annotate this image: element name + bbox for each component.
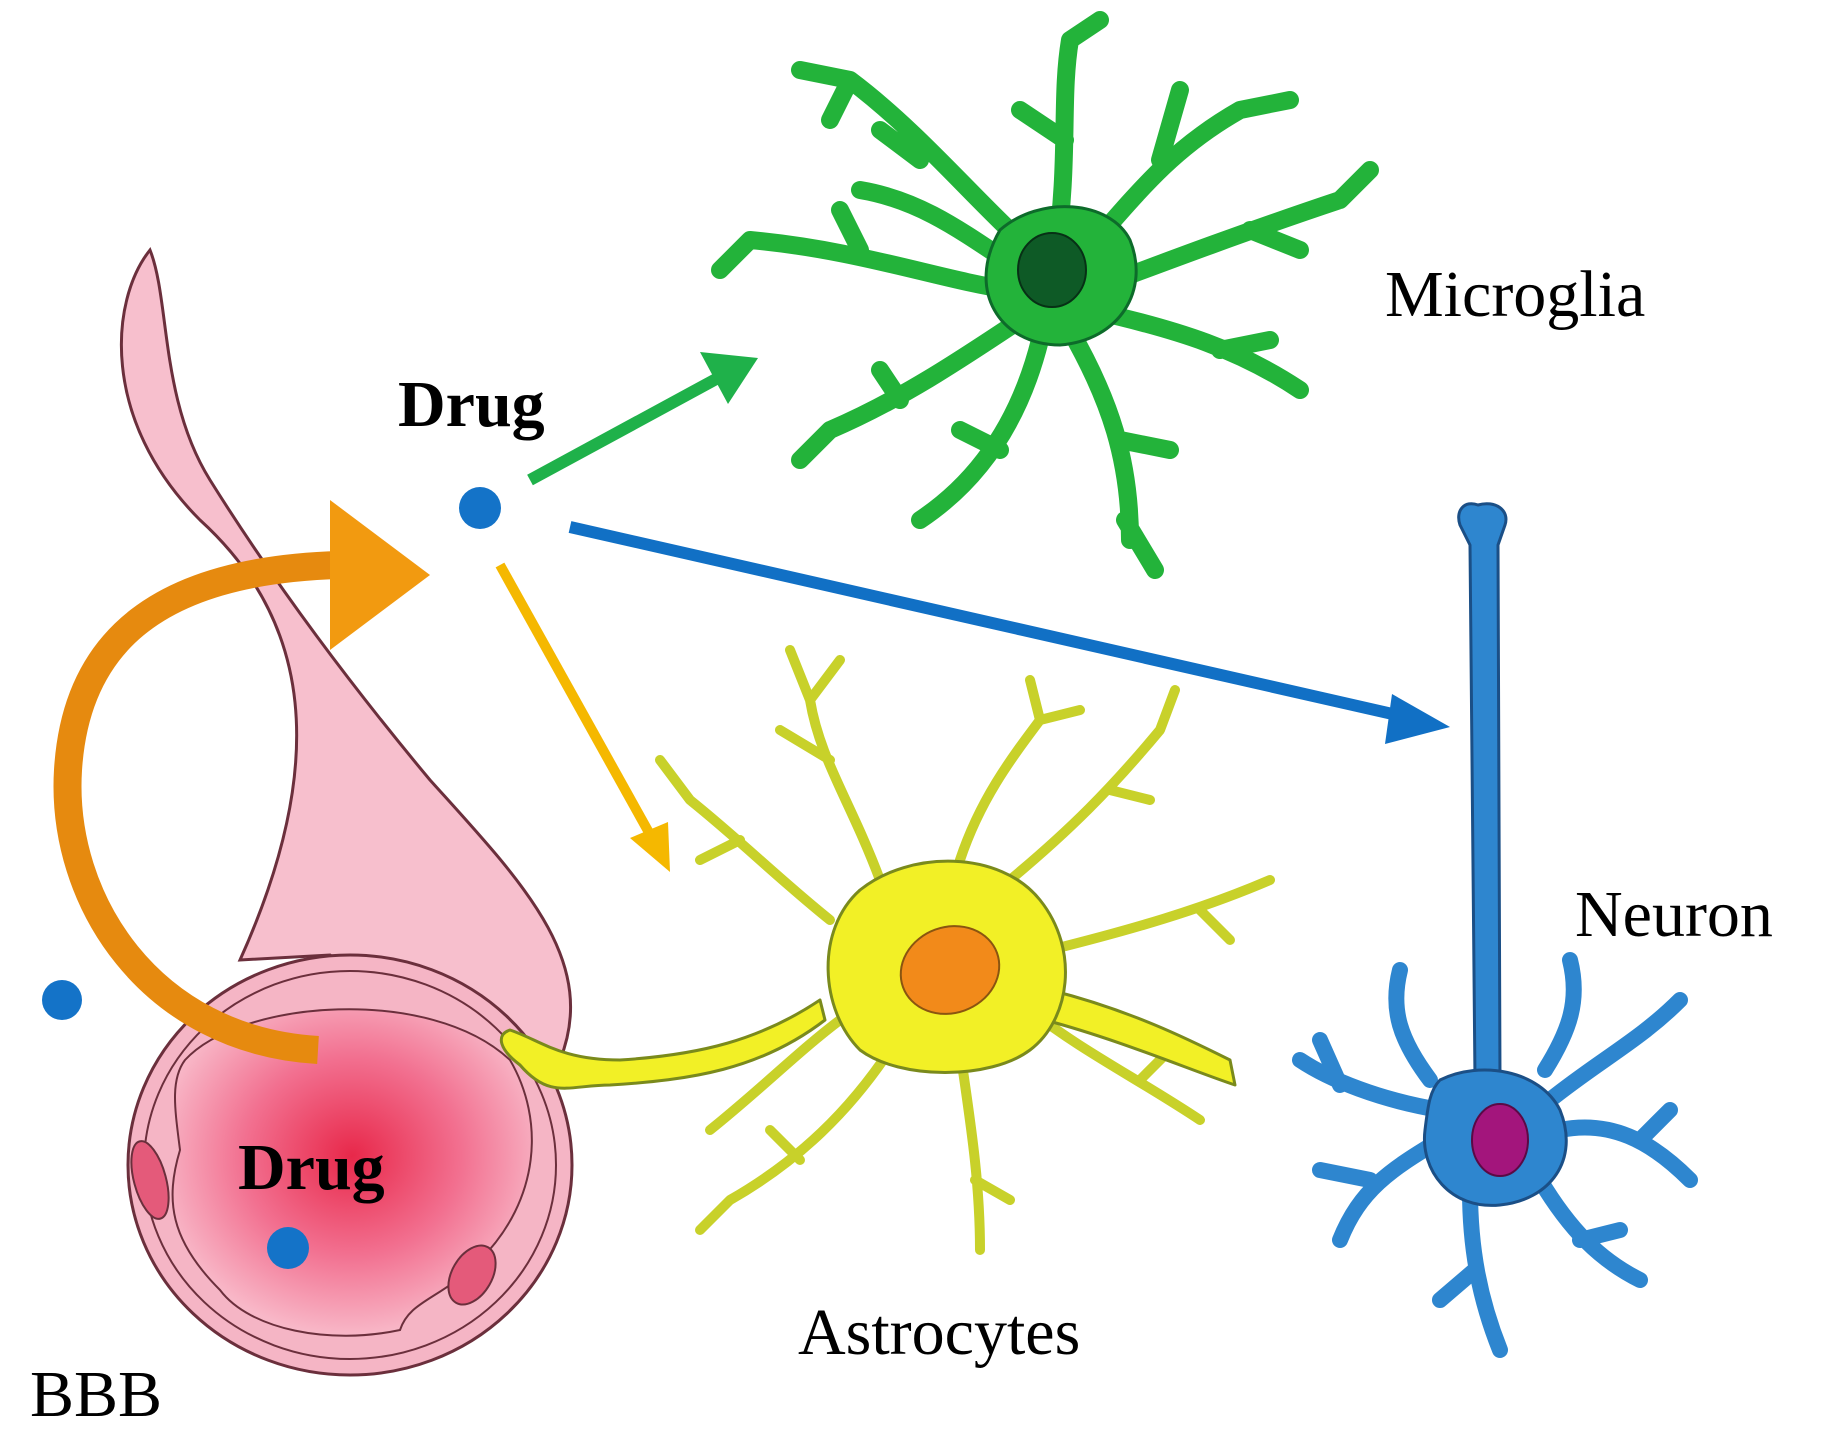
drug-dot-outside xyxy=(42,980,82,1020)
microglia-cell xyxy=(711,11,1379,579)
vessel-lumen xyxy=(171,1008,533,1337)
microglia-nucleus xyxy=(1017,232,1087,308)
neuron-nucleus xyxy=(1471,1103,1529,1177)
endothelial-cell xyxy=(130,1140,170,1220)
vessel-wall xyxy=(119,247,572,1062)
astrocyte-process-to-vessel xyxy=(499,998,827,1090)
drug-dot-lumen xyxy=(267,1227,309,1269)
neuron-cell xyxy=(1292,502,1698,1358)
yellow-arrow-drug-to-astrocytes xyxy=(495,562,670,872)
astrocytes-label: Astrocytes xyxy=(798,1296,1081,1369)
green-arrow-drug-to-microglia xyxy=(527,352,758,486)
astrocyte-process-to-neuron xyxy=(1043,988,1237,1087)
microglia-label: Microglia xyxy=(1385,258,1646,331)
endothelial-cell xyxy=(447,1244,497,1306)
drug-label-vessel: Drug xyxy=(238,1131,385,1204)
blood-vessel xyxy=(119,247,574,1377)
orange-arrow-vessel-to-drug xyxy=(53,500,430,1064)
astrocyte-cell xyxy=(499,645,1275,1255)
neuron-label: Neuron xyxy=(1575,878,1773,951)
astrocyte-nucleus xyxy=(899,925,1001,1015)
blue-arrow-drug-to-neuron xyxy=(568,521,1450,744)
bbb-label: BBB xyxy=(30,1358,163,1431)
neuron-axon xyxy=(1457,502,1508,1082)
drug-label-brain: Drug xyxy=(398,368,545,441)
drug-dot-brain xyxy=(459,487,501,529)
